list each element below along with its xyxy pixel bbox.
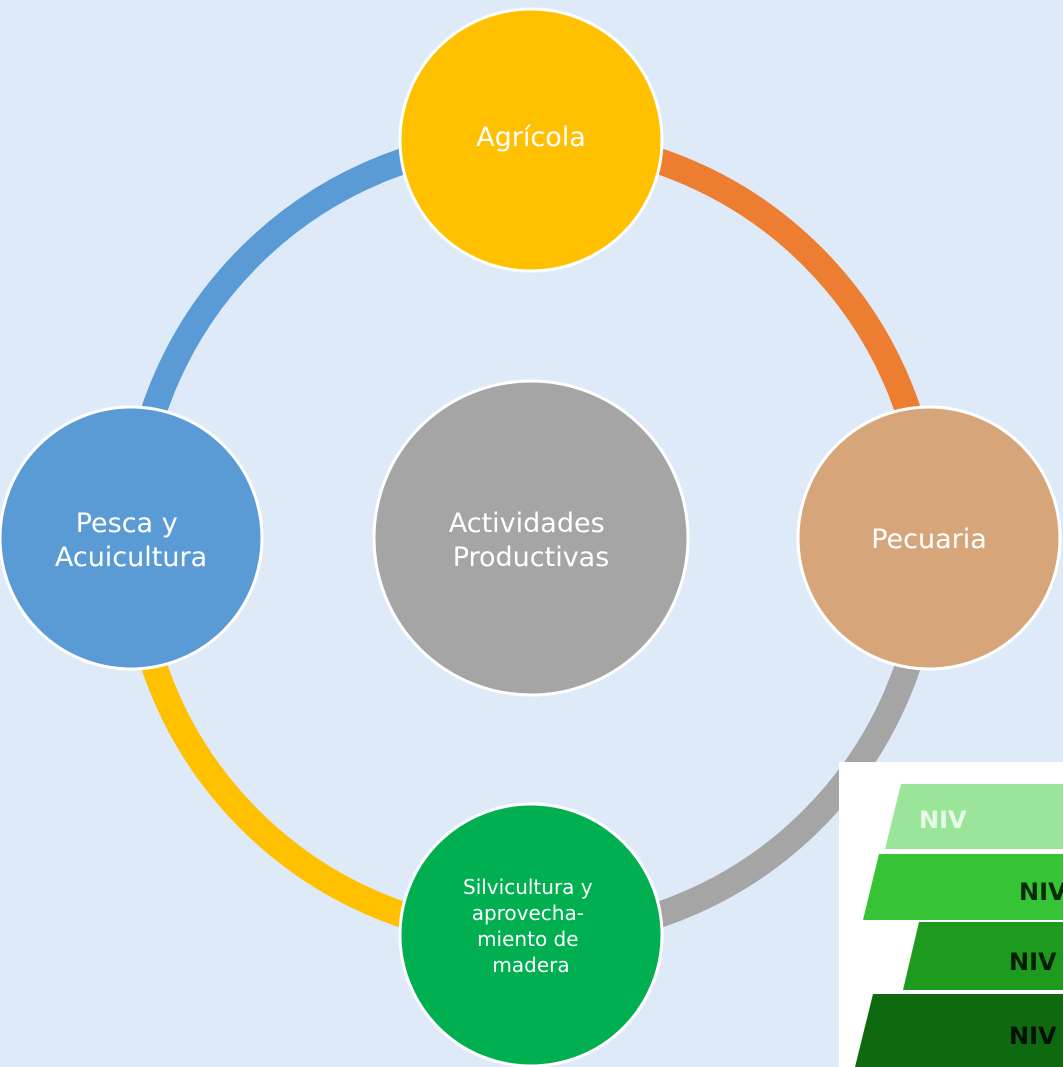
node-pecuaria-label: Pecuaria [871,524,987,555]
pyramid-level-2-label: NIV [1019,878,1063,906]
center-label-line-2: Productivas [453,542,610,573]
node-silvicultura-label-line-1: Silvicultura y [463,875,593,899]
svg-text:Pecuaria: Pecuaria [871,524,987,555]
node-pesca: Pesca y Acuicultura [0,405,264,671]
svg-text:Pesca y Acuicultura: Pesca y Acuicultura [55,508,207,573]
node-pesca-label-line-1: Pesca y [76,508,178,539]
node-agricola-label: Agrícola [476,122,586,153]
node-silvicultura: Silvicultura y aprovecha- miento de made… [398,802,664,1067]
svg-text:Silvicultura y aprovecha: Silvicultura y aprovecha- miento de made… [463,875,599,977]
node-silvicultura-label-line-2: aprovecha- [472,901,584,925]
pyramid-level-4-label: NIV [1009,1022,1057,1050]
pyramid-level-1-label: NIV [919,806,967,834]
pyramid-level-4: NIV [855,994,1063,1067]
node-silvicultura-label-line-4: madera [492,953,569,977]
pyramid-image: NIV NIV NIV NIV [839,762,1063,1067]
node-agricola: Agrícola [398,7,664,273]
svg-text:Agrícola: Agrícola [476,122,586,153]
center-label-line-1: Actividades [449,508,605,539]
pyramid-level-3: NIV [903,922,1063,990]
svg-text:Actividades Productivas: Actividades Productivas [449,508,614,573]
pyramid-level-3-label: NIV [1009,948,1057,976]
pyramid-graphic: NIV NIV NIV NIV [855,784,1063,1067]
pyramid-level-1: NIV [885,784,1063,849]
node-pesca-label-line-2: Acuicultura [55,542,207,573]
pyramid-level-2: NIV [863,854,1063,920]
node-silvicultura-label-line-3: miento de [477,927,578,951]
node-pecuaria: Pecuaria [796,405,1062,671]
center-node: Actividades Productivas [372,379,690,697]
